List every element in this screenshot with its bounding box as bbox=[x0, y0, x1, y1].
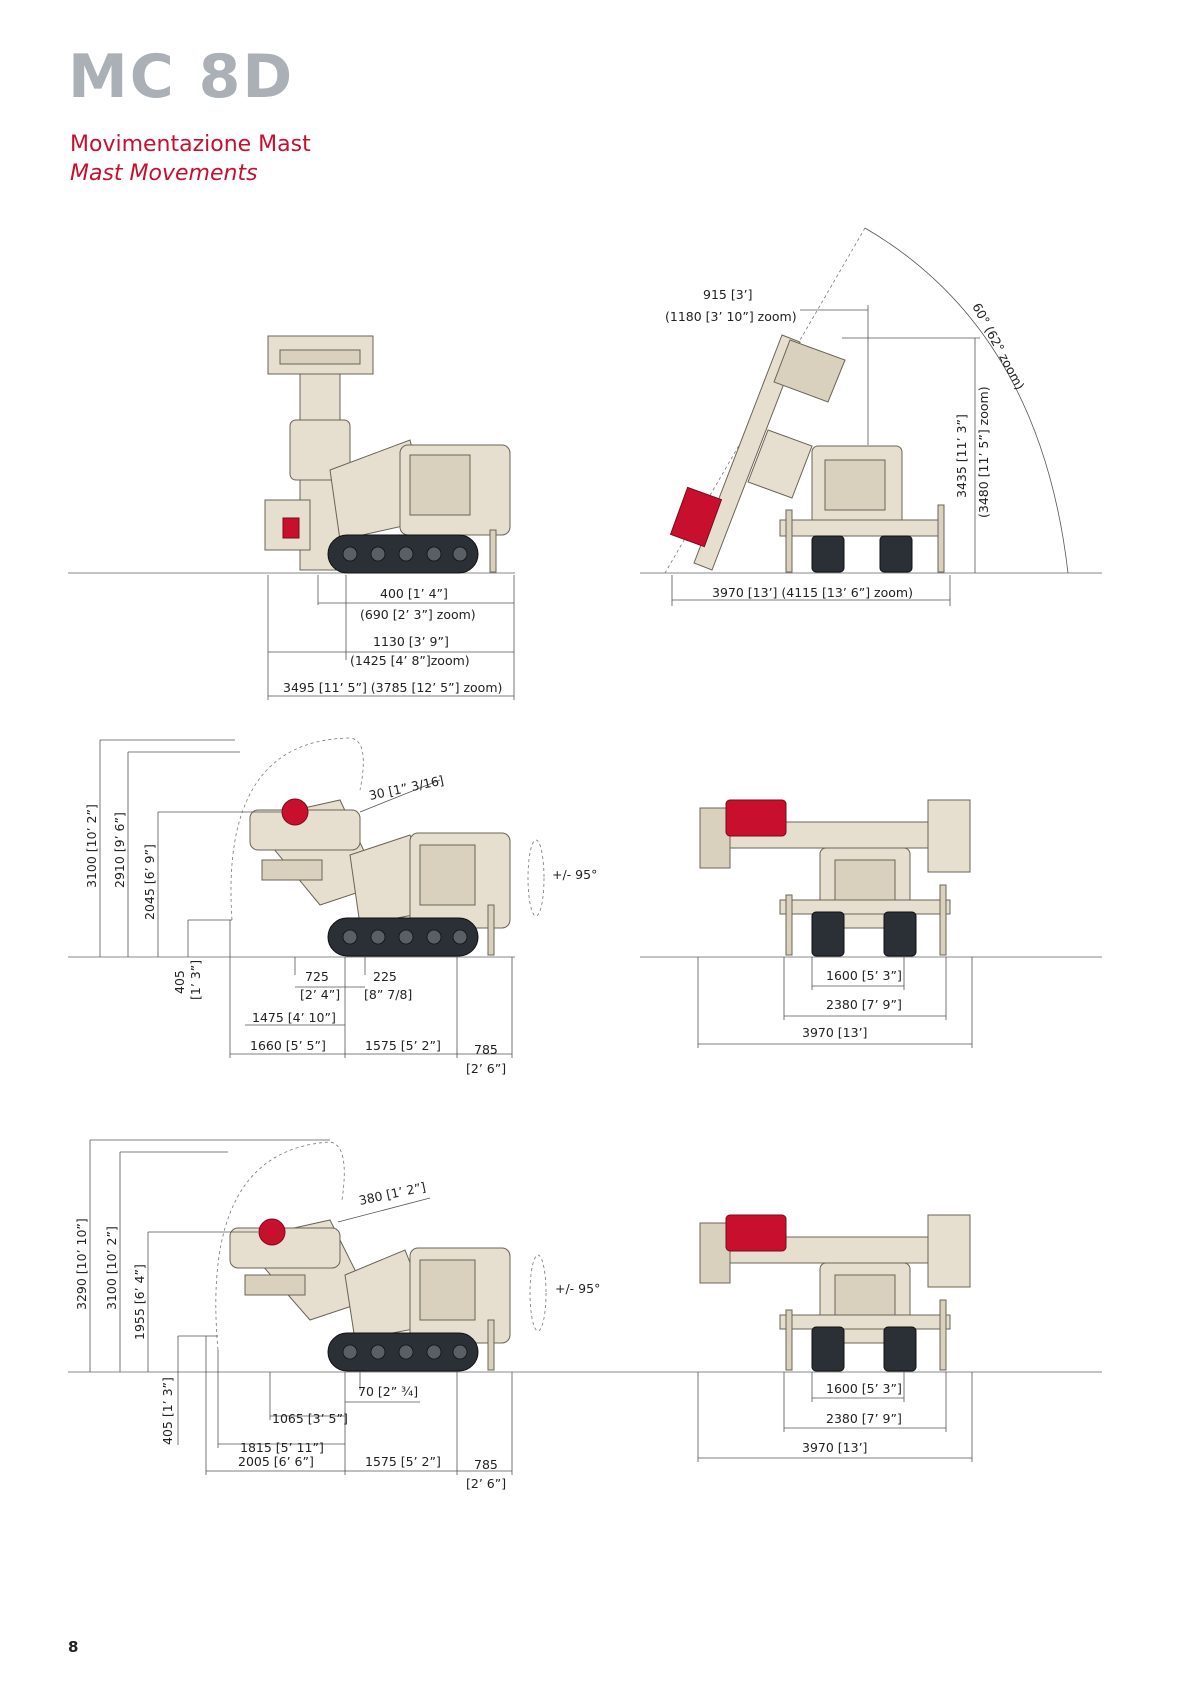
dim-3970-zoom: 3970 [13’] (4115 [13’ 6”] zoom) bbox=[712, 585, 913, 600]
view-front-mast-horizontal-2: 1600 [5’ 3”] 2380 [7’ 9”] 3970 [13’] bbox=[697, 1214, 973, 1462]
dim-2005: 2005 [6’ 6”] bbox=[238, 1454, 314, 1469]
dim-380: 380 [1’ 2”] bbox=[358, 1179, 428, 1208]
view-side-mast-folded: +/- 95° 3100 [10’ 2”] 2910 [9’ 6”] 2045 … bbox=[68, 737, 597, 1076]
dim-1130: 1130 [3’ 9”] bbox=[373, 634, 449, 649]
dim-1600: 1600 [5’ 3”] bbox=[826, 1381, 902, 1396]
dim-1425-zoom: (1425 [4’ 8”]zoom) bbox=[350, 653, 470, 668]
machine-side-view-folded bbox=[249, 798, 511, 957]
page-title: MC 8D bbox=[68, 42, 295, 112]
dim-1600: 1600 [5’ 3”] bbox=[826, 968, 902, 983]
dim-785-imperial: [2’ 6”] bbox=[466, 1061, 506, 1076]
dim-2380: 2380 [7’ 9”] bbox=[826, 997, 902, 1012]
machine-side-view bbox=[264, 335, 511, 574]
vdim-1955: 1955 [6’ 4”] bbox=[132, 1264, 147, 1340]
vdim-3100: 3100 [10’ 2”] bbox=[84, 804, 99, 888]
page-number: 8 bbox=[68, 1638, 79, 1656]
view-side-mast-folded-2: +/- 95° 3290 [10’ 10”] 3100 [10’ 2”] 195… bbox=[68, 1139, 1102, 1491]
vdim-405: 405 bbox=[172, 970, 187, 994]
dim-2380: 2380 [7’ 9”] bbox=[826, 1411, 902, 1426]
dim-3480-zoom: (3480 [11’ 5”] zoom) bbox=[976, 386, 991, 518]
vdim-405-imperial: [1’ 3”] bbox=[188, 960, 203, 1000]
machine-front-view-horizontal bbox=[699, 799, 971, 957]
view-side-mast-vertical: 400 [1’ 4”] (690 [2’ 3”] zoom) 1130 [3’ … bbox=[68, 335, 515, 700]
machine-front-view-horizontal-2 bbox=[699, 1214, 971, 1372]
reach-arc bbox=[215, 1141, 345, 1351]
dim-70: 70 [2” ¾] bbox=[358, 1384, 418, 1399]
dim-225: 225 bbox=[373, 969, 397, 984]
dim-1065: 1065 [3’ 5”] bbox=[272, 1411, 348, 1426]
vdim-2910: 2910 [9’ 6”] bbox=[112, 812, 127, 888]
section-title-italian: Movimentazione Mast bbox=[70, 132, 311, 157]
dim-785: 785 bbox=[474, 1457, 498, 1472]
dim-1475: 1475 [4’ 10”] bbox=[252, 1010, 336, 1025]
vdim-405: 405 [1’ 3”] bbox=[160, 1377, 175, 1445]
dim-785: 785 bbox=[474, 1042, 498, 1057]
dim-1660: 1660 [5’ 5”] bbox=[250, 1038, 326, 1053]
dim-725: 725 bbox=[305, 969, 329, 984]
vdim-3100: 3100 [10’ 2”] bbox=[104, 1226, 119, 1310]
dim-3970: 3970 [13’] bbox=[802, 1025, 867, 1040]
dim-1575: 1575 [5’ 2”] bbox=[365, 1038, 441, 1053]
view-front-mast-tilted: 915 [3’] (1180 [3’ 10”] zoom) 60° (62° z… bbox=[640, 227, 1102, 606]
reach-arc bbox=[230, 737, 364, 921]
section-title-english: Mast Movements bbox=[70, 161, 258, 186]
dim-1815: 1815 [5’ 11”] bbox=[240, 1440, 324, 1455]
dim-3435: 3435 [11’ 3”] bbox=[954, 414, 969, 498]
machine-front-view-tilted bbox=[669, 334, 945, 573]
dim-785-imperial: [2’ 6”] bbox=[466, 1476, 506, 1491]
dim-690-zoom: (690 [2’ 3”] zoom) bbox=[360, 607, 476, 622]
dim-225-imperial: [8” 7/8] bbox=[364, 987, 412, 1002]
rotation-95: +/- 95° bbox=[555, 1281, 600, 1296]
dim-1575: 1575 [5’ 2”] bbox=[365, 1454, 441, 1469]
dim-3970: 3970 [13’] bbox=[802, 1440, 867, 1455]
dim-30: 30 [1” 3/16] bbox=[368, 772, 446, 802]
view-front-mast-horizontal: 1600 [5’ 3”] 2380 [7’ 9”] 3970 [13’] bbox=[640, 799, 1102, 1048]
rotation-95: +/- 95° bbox=[552, 867, 597, 882]
dim-915: 915 [3’] bbox=[703, 287, 753, 302]
dim-3495: 3495 [11’ 5”] (3785 [12’ 5”] zoom) bbox=[283, 680, 502, 695]
dim-400: 400 [1’ 4”] bbox=[380, 586, 448, 601]
angle-60-deg: 60° (62° zoom) bbox=[969, 300, 1027, 392]
vdim-2045: 2045 [6’ 9”] bbox=[142, 844, 157, 920]
dim-725-imperial: [2’ 4”] bbox=[300, 987, 340, 1002]
swing-arc bbox=[864, 227, 1069, 574]
vdim-3290: 3290 [10’ 10”] bbox=[74, 1218, 89, 1310]
machine-side-view-folded-2 bbox=[229, 1218, 511, 1372]
dim-1180-zoom: (1180 [3’ 10”] zoom) bbox=[665, 309, 797, 324]
